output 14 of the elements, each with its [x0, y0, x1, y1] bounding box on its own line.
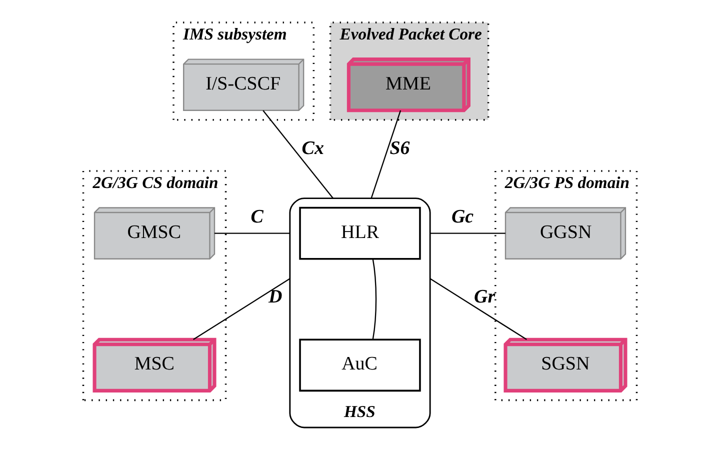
connector	[430, 278, 527, 340]
edge-label: C	[250, 206, 264, 228]
node-box: HLR	[299, 206, 421, 260]
connector	[430, 232, 506, 234]
connector	[370, 110, 402, 198]
node-box: AuC	[299, 338, 421, 392]
edge-label: Gr	[474, 286, 496, 308]
connector	[214, 232, 290, 234]
edge-label: Gc	[451, 206, 474, 228]
connector	[372, 258, 377, 340]
connector	[193, 278, 290, 340]
edge-label: S6	[390, 138, 410, 160]
edge-label: Cx	[302, 138, 324, 160]
edge-label: D	[268, 286, 282, 308]
